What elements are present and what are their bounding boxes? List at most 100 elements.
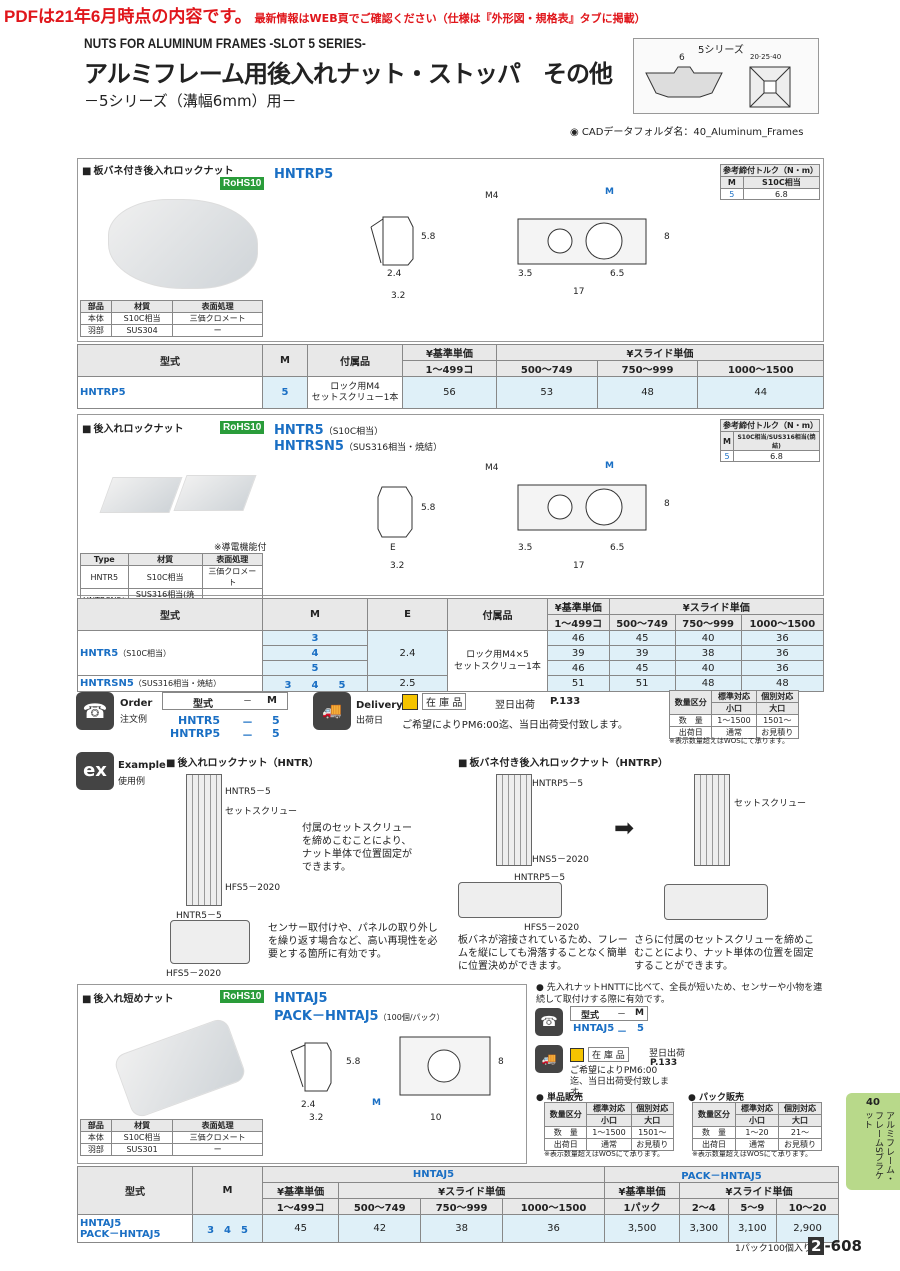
order-model: HNTRP5 — [170, 727, 221, 740]
mat-cell: 三価クロメート — [172, 312, 263, 325]
wos-note: ※表示数量超えはWOSにて承ります。 — [692, 1150, 813, 1158]
example-left-head: 後入れロックナット（HNTR） — [166, 754, 318, 769]
mat-cell: S10C相当 — [110, 312, 174, 325]
frame-section-drawing — [458, 882, 562, 918]
th-base: ¥基準単価 — [604, 1182, 681, 1199]
cell-price: 40 — [674, 660, 742, 676]
product-photo — [112, 1016, 248, 1120]
cell-acc2: セットスクリュー1本 — [454, 662, 541, 672]
th-q4: 1000～1500 — [740, 614, 825, 631]
qty-small: 小口 — [586, 1114, 632, 1127]
ex-text: 付属のセットスクリューを締めこむことにより、ナット単体で位置固定ができます。 — [302, 823, 412, 873]
th-q4: 1000～1500 — [502, 1198, 606, 1215]
ex-text: センサー取付けや、パネルの取り外しを繰り返す場合など、高い再現性を必要とする箇所… — [268, 923, 438, 960]
qty-l: 21～ — [778, 1126, 822, 1139]
mat-h2: 材質 — [110, 1119, 174, 1132]
cell-price: 42 — [338, 1214, 422, 1243]
qty-std: 標準対応 — [711, 690, 757, 703]
delivery-title-jp: 出荷日 — [356, 716, 384, 726]
torque-m: 5 — [720, 188, 744, 200]
cell-model: PACK－HNTAJ5 — [80, 1228, 161, 1240]
cell-price: 3,300 — [679, 1214, 729, 1243]
model1: HNTR5 — [274, 423, 324, 438]
ex-label: HNTR5－5 — [225, 787, 271, 797]
qty-small: 小口 — [711, 702, 757, 715]
th-slide: ¥スライド単価 — [608, 598, 825, 615]
side-tab[interactable]: 40 アルミフレーム・フレームSブラケット — [846, 1093, 900, 1190]
order-title: Order — [120, 698, 153, 709]
pm-note: ご希望によりPM6:00迄、当日出荷受付致します。 — [402, 720, 628, 731]
dim-58: 5.8 — [346, 1057, 361, 1067]
order-row: HNTRP5－5 — [170, 727, 280, 742]
cell-acc1: ロック用M4 — [330, 381, 380, 392]
mat-h2: 材質 — [110, 300, 174, 313]
dim-24: 2.4 — [387, 269, 402, 279]
pack-note: （100個/パック） — [378, 1013, 445, 1022]
qty-large: 大口 — [778, 1114, 822, 1127]
qty-indiv: 個別対応 — [630, 1102, 675, 1115]
cell-price: 36 — [740, 660, 825, 676]
mat-cell: 本体 — [80, 312, 112, 325]
notice-red: PDFは21年6月時点の内容です。 — [4, 7, 252, 26]
qty-std: 標準対応 — [586, 1102, 632, 1115]
cell-price: 38 — [674, 645, 742, 661]
page-number: 2-608 — [808, 1237, 862, 1255]
cell-m: 3 — [262, 630, 368, 646]
wos-note: ※表示数量超えはWOSにて承ります。 — [669, 737, 790, 745]
section-hntrp5: 板バネ付き後入れロックナット RoHS10 HNTRP5 5.8 2.4 3.2… — [77, 158, 824, 342]
dim-m4: M4 — [485, 463, 499, 473]
price-table-hntrp5: 型式 M 付属品 ¥基準単価 ¥スライド単価 1～499コ 500～749 75… — [77, 344, 825, 409]
torque-h2: S10C相当/SUS316相当(焼結) — [732, 431, 821, 451]
phone-icon: ☎ — [76, 692, 114, 730]
order-title-jp: 注文例 — [120, 715, 148, 725]
page-title: アルミフレーム用後入れナット・ストッパ その他 — [84, 60, 613, 88]
ex-label: HNTRP5－5 — [514, 873, 566, 883]
th-slide: ¥スライド単価 — [679, 1182, 839, 1199]
torque-title: 参考締付トルク（N・m） — [720, 164, 820, 177]
top-drawing — [399, 1036, 491, 1096]
rohs-badge: RoHS10 — [220, 421, 265, 434]
ship-row: 出荷日 — [692, 1138, 736, 1151]
cad-folder: ◉ CADデータフォルダ名：40_Aluminum_Frames — [570, 123, 803, 138]
cell-price: 36 — [740, 630, 825, 646]
th-slide: ¥スライド単価 — [338, 1182, 606, 1199]
order-model: HNTAJ5 — [573, 1023, 615, 1034]
th-q3: 750～999 — [596, 360, 699, 377]
qty-large: 大口 — [755, 702, 800, 715]
mat-h3: 表面処理 — [201, 553, 264, 566]
th-slide: ¥スライド単価 — [495, 344, 825, 361]
ex-label: HFS5－2020 — [166, 969, 222, 979]
example-title: Example — [118, 760, 166, 771]
torque-v: 6.8 — [732, 450, 821, 462]
dim-8: 8 — [664, 232, 670, 242]
mat-h2: 材質 — [127, 553, 203, 566]
dim-32: 3.2 — [390, 561, 405, 571]
ship-l: お見積り — [630, 1138, 675, 1151]
ex-text: さらに付属のセットスクリューを締めこむことにより、ナット単体の位置を固定すること… — [634, 935, 814, 972]
cell-acc1: ロック用M4×5 — [466, 650, 529, 660]
section-heading: 後入れ短めナット — [82, 990, 173, 1005]
notice-rest: 最新情報はWEB頁でご確認ください（仕様は『外形図・規格表』タブに掲載） — [254, 12, 646, 25]
mat-cell: ー — [172, 1143, 263, 1156]
frame-drawing — [186, 774, 222, 906]
cell-m: 5 — [262, 376, 308, 409]
cad-icon: ◉ — [570, 127, 582, 138]
title-en: NUTS FOR ALUMINUM FRAMES -SLOT 5 SERIES- — [84, 35, 366, 51]
order-m: 5 — [272, 727, 280, 740]
order-m: 5 — [272, 714, 280, 727]
th-p1: 1パック — [604, 1198, 681, 1215]
page-ref: P.133 — [550, 696, 581, 707]
th-base: ¥基準単価 — [261, 1182, 340, 1199]
th-q2: 500～749 — [608, 614, 676, 631]
cell-m: 4 — [262, 645, 368, 661]
dim-17: 17 — [573, 287, 585, 297]
ex-text: 板バネが溶接されているため、フレームを縦にしても滑落することなく簡単に位置決めが… — [458, 935, 628, 972]
phone-icon: ☎ — [535, 1008, 563, 1036]
th-acc: 付属品 — [307, 344, 403, 377]
mat-h3: 表面処理 — [172, 300, 263, 313]
mat-cell: S10C相当 — [127, 565, 203, 589]
qty-h: 数量区分 — [543, 1102, 588, 1127]
torque-title: 参考締付トルク（N・m） — [720, 419, 820, 432]
top-drawing — [517, 218, 647, 265]
